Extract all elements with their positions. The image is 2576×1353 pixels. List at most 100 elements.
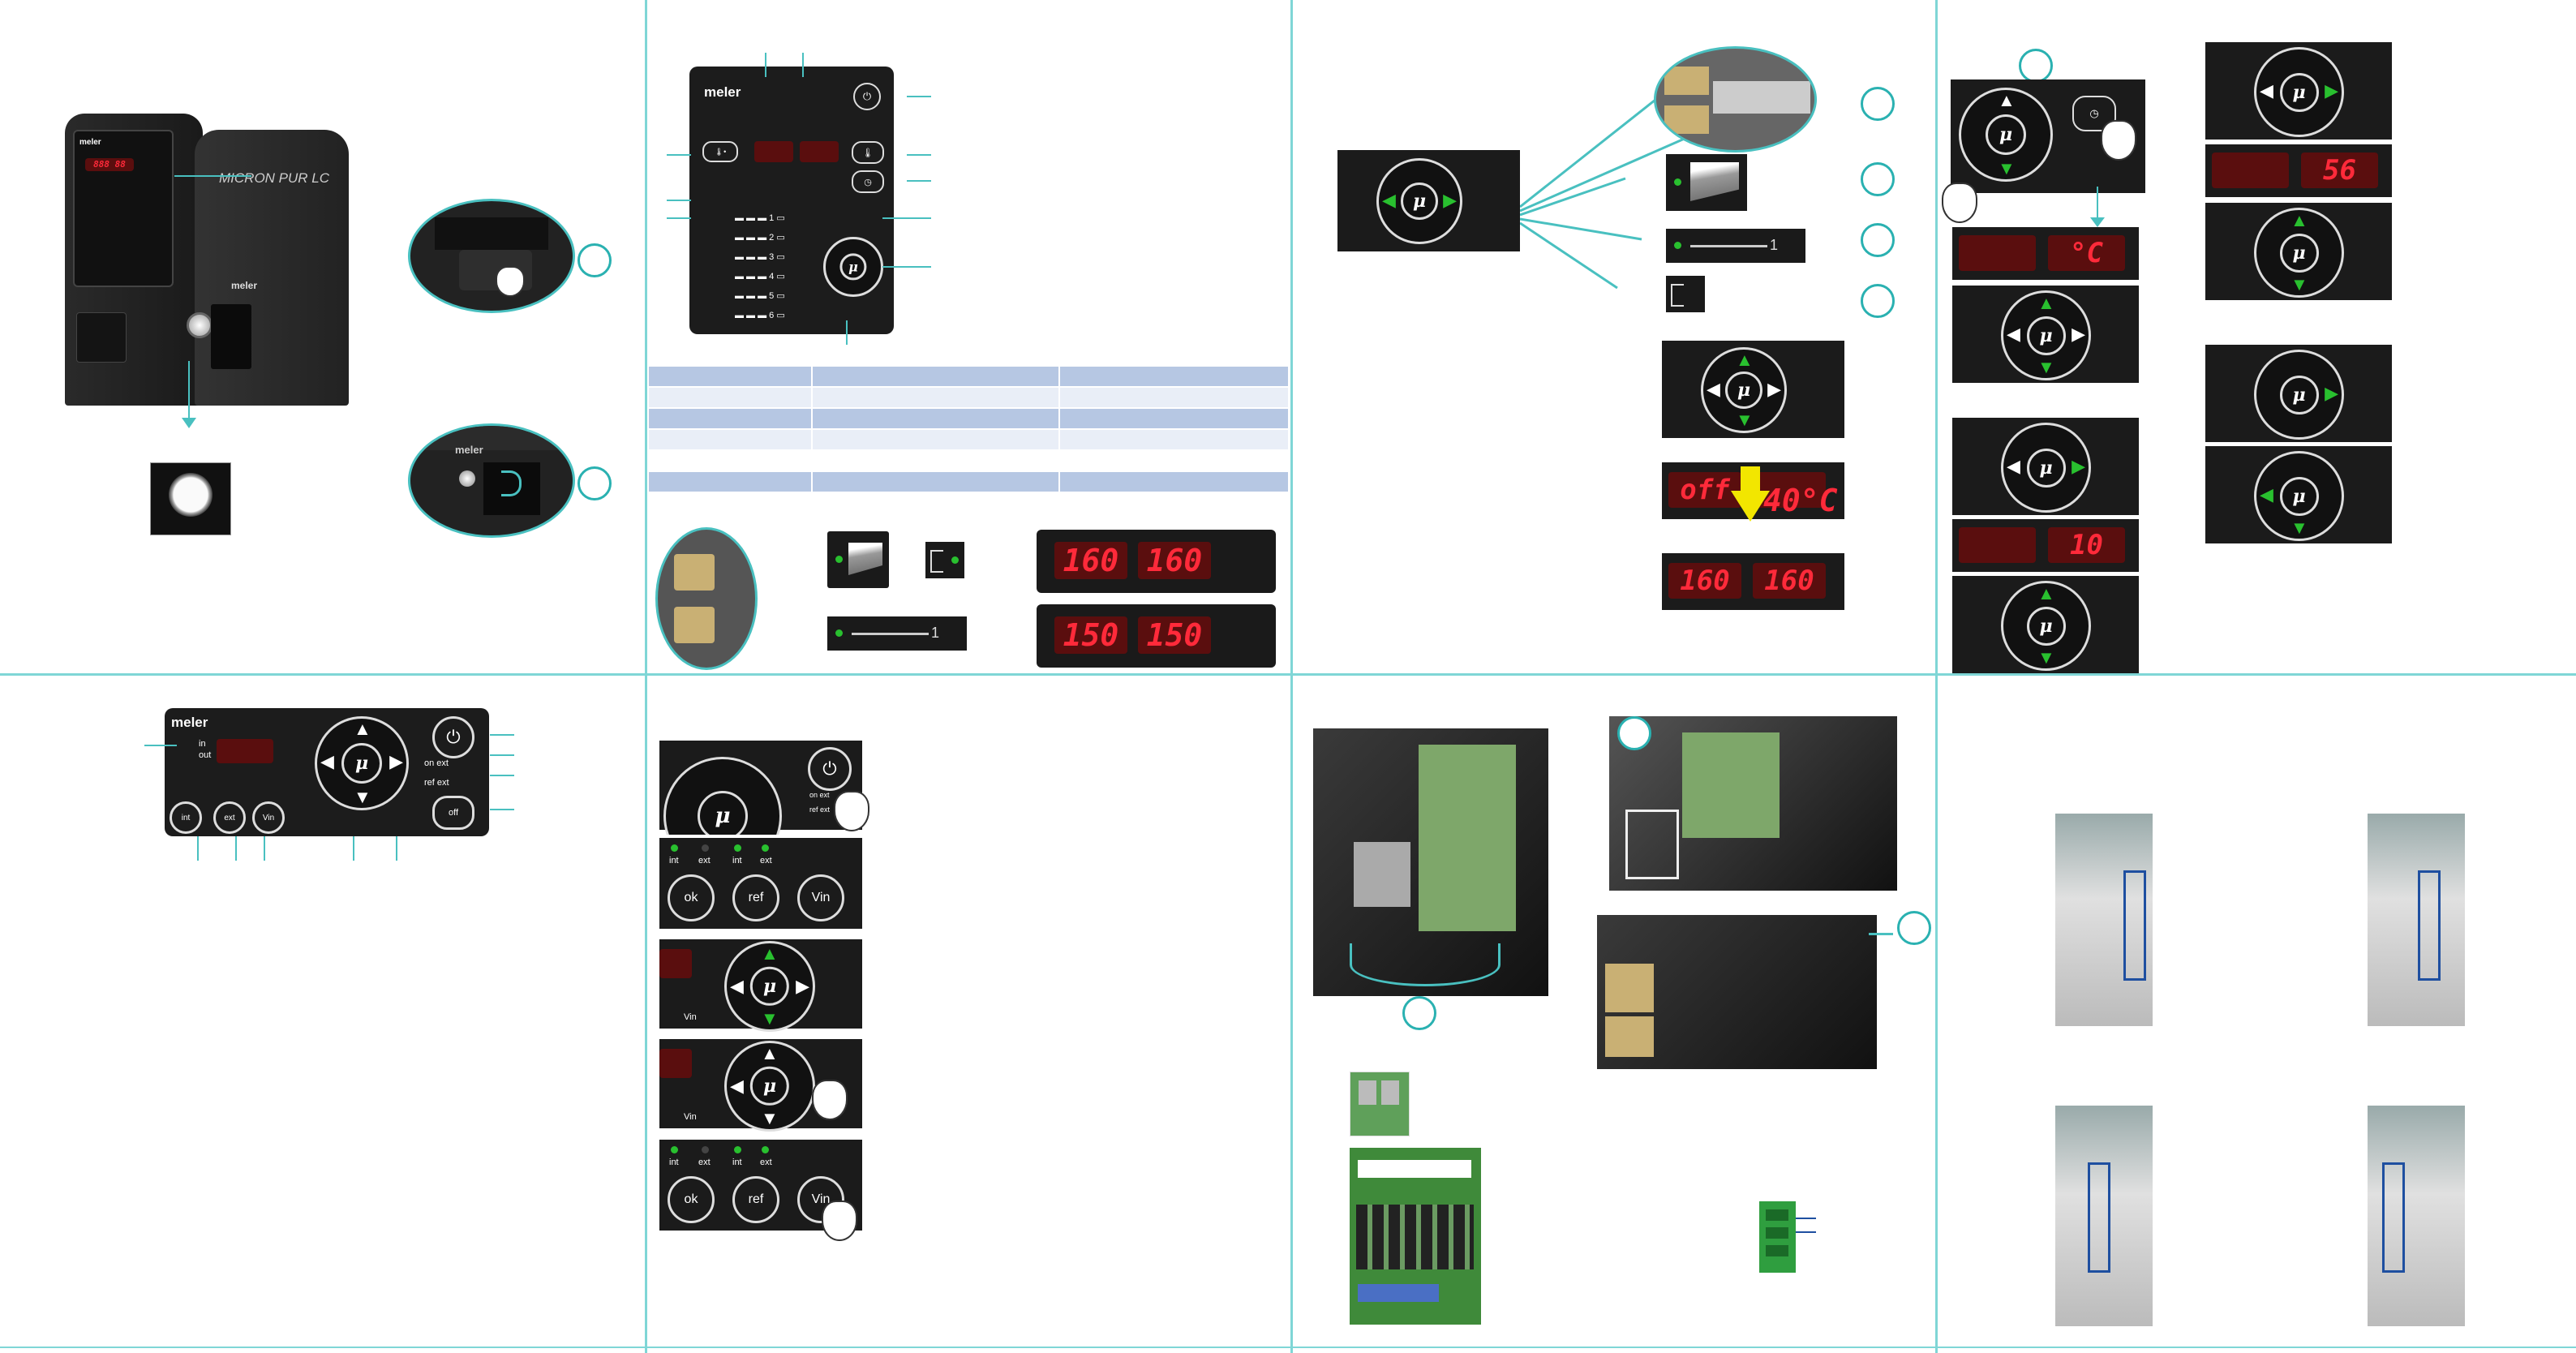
ext-label: ext	[698, 856, 711, 865]
arrow-up-icon: ▲	[1998, 90, 2016, 110]
power-box: μ ⏻ on ext ref ext	[659, 741, 869, 835]
mu-button[interactable]: μ	[2279, 476, 2319, 516]
display-value: 10	[2048, 527, 2125, 563]
ok-button[interactable]: ok	[668, 874, 715, 921]
relay-highlight	[2382, 1162, 2405, 1273]
callout-circle	[1897, 911, 1931, 945]
callout-circle	[577, 243, 612, 277]
ref-button[interactable]: ref	[732, 874, 779, 921]
mu-button[interactable]: μ	[839, 253, 867, 281]
ok-label: ok	[684, 891, 698, 904]
power-button[interactable]: ⏻	[432, 716, 474, 758]
mu-navigation-pad[interactable]: μ ▼ ▲	[1959, 88, 2053, 182]
arrow-down-icon: ▼	[2290, 518, 2308, 538]
mu-button[interactable]: μ	[2279, 375, 2319, 414]
display-value	[1959, 235, 2036, 271]
int-label: int	[732, 856, 742, 865]
display-value: off	[1668, 472, 1741, 508]
mu-navigation-pad[interactable]: μ ▲ ▼ ◀ ▶	[2001, 290, 2091, 380]
display-left	[754, 141, 793, 162]
display-result-box: 160 160	[1662, 553, 1844, 610]
on-ext-label: on ext	[809, 791, 830, 799]
vin-button[interactable]: Vin	[252, 801, 285, 834]
mu-navigation-pad[interactable]: μ	[823, 237, 883, 297]
thermometer-button[interactable]: 🌡	[852, 141, 884, 164]
display-value: 160	[1054, 542, 1127, 579]
mu-button[interactable]: μ	[2026, 448, 2066, 488]
arrow-right-icon: ▶	[1767, 379, 1781, 399]
rotate-arrow-icon	[501, 470, 522, 496]
mu-pad-box: μ ▲ ▼ ◀ ▶	[1952, 286, 2139, 383]
tank-temp-button[interactable]: 🌡•	[702, 141, 738, 162]
ext-label: ext	[760, 1158, 772, 1167]
callout-circle	[1861, 162, 1895, 196]
arrow-right-icon: ▶	[1443, 190, 1457, 210]
arrow-right-icon: ▶	[2325, 383, 2338, 403]
buttons-box: int ext int ext ok ref Vin	[659, 838, 862, 929]
arrow-left-icon: ◀	[2007, 324, 2020, 344]
ref-button[interactable]: ref	[732, 1176, 779, 1223]
arrow-down-icon	[1741, 466, 1760, 494]
product-name: MICRON PUR LC	[219, 170, 330, 186]
tank-icon-box	[827, 531, 889, 588]
mu-pad-box: μ ◀ ▼	[2205, 446, 2392, 543]
display-left	[217, 739, 273, 763]
hand-pointer-icon	[812, 1080, 848, 1120]
arrow-right-icon: ▶	[2325, 80, 2338, 101]
mu-button[interactable]: μ	[1401, 183, 1438, 220]
mu-navigation-pad[interactable]: μ ▲ ▼ ◀	[724, 1041, 815, 1132]
panel-hardware	[1293, 676, 1935, 1347]
valve-logo: meler	[455, 444, 483, 456]
section-divider	[0, 1347, 2576, 1348]
hose-number: 1	[931, 625, 940, 641]
power-button[interactable]: ⏻	[853, 83, 881, 110]
off-label: off	[448, 808, 459, 818]
clock-button[interactable]: ◷	[852, 170, 884, 193]
vin-label: Vin	[684, 1112, 697, 1122]
mu-navigation-pad[interactable]: μ ◀ ▼	[2254, 451, 2344, 541]
mu-button[interactable]: μ	[341, 743, 382, 784]
mu-button[interactable]: μ	[2279, 72, 2319, 112]
mu-button[interactable]: μ	[749, 1066, 790, 1106]
clock-button[interactable]: ◷	[2072, 96, 2116, 131]
mu-button[interactable]: μ	[749, 966, 790, 1007]
vin-button[interactable]: Vin	[797, 874, 844, 921]
mu-navigation-pad[interactable]: μ ◀ ▶	[1376, 158, 1462, 244]
arrow-up-icon: ▲	[761, 943, 779, 964]
ext-button[interactable]: ext	[213, 801, 246, 834]
mu-navigation-pad[interactable]: μ ▶ ◀	[2001, 423, 2091, 513]
mu-button[interactable]: μ	[2279, 233, 2319, 273]
off-button[interactable]: off	[432, 796, 474, 830]
mu-button[interactable]: μ	[2026, 606, 2066, 646]
mu-navigation-pad[interactable]: μ ▲ ▼	[2001, 581, 2091, 671]
mu-button[interactable]: μ	[2026, 316, 2066, 355]
panel-machine-overview: 888 88 meler MICRON PUR LC meler meler	[0, 0, 645, 673]
mu-navigation-pad[interactable]: μ ▶ ◀	[2254, 47, 2344, 137]
int-button[interactable]: int	[170, 801, 202, 834]
arrow-up-icon: ▲	[1736, 350, 1754, 370]
relay-board-photo	[1350, 1148, 1481, 1325]
pressure-gauge-photo	[150, 462, 231, 535]
machine-panel-photo	[1597, 915, 1877, 1069]
display-pair-150: 150 150	[1037, 604, 1276, 668]
mu-navigation-pad[interactable]: μ ▲ ▼ ◀ ▶	[724, 941, 815, 1032]
mu-button[interactable]: μ	[1986, 114, 2026, 155]
mu-navigation-pad[interactable]: μ ▶	[2254, 350, 2344, 440]
mu-button[interactable]: μ	[1725, 372, 1762, 409]
arrow-right-icon: ▶	[2072, 324, 2085, 344]
panel-relays	[1938, 676, 2576, 1347]
mu-navigation-pad[interactable]: μ ▲ ▼ ◀ ▶	[315, 716, 409, 810]
relay-photo	[2055, 814, 2153, 1026]
power-button[interactable]: ⏻	[808, 747, 852, 791]
relay-highlight	[2418, 870, 2441, 981]
mu-navigation-pad[interactable]: μ ▲ ▼	[2254, 208, 2344, 298]
mu-button[interactable]: μ	[698, 791, 748, 835]
machine-display: 888 88	[85, 158, 134, 171]
arrow-left-icon: ◀	[1382, 190, 1396, 210]
vin-button[interactable]: Vin	[797, 1176, 844, 1223]
mu-navigation-pad[interactable]: μ ▲ ▼ ◀ ▶	[1701, 347, 1787, 433]
mu-pad-box: μ ◀ ▶	[1337, 150, 1520, 251]
ok-button[interactable]: ok	[668, 1176, 715, 1223]
ref-label: ref	[748, 1192, 764, 1206]
display-value: 160	[1668, 563, 1741, 599]
